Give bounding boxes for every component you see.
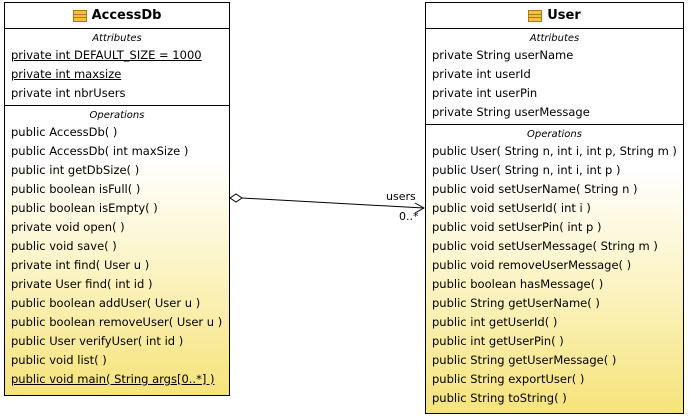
attribute-item[interactable]: private String userName	[432, 48, 574, 62]
attributes-compartment: Attributes private int DEFAULT_SIZE = 10…	[5, 29, 229, 106]
operations-title: Operations	[89, 110, 145, 121]
class-header: User	[426, 3, 683, 29]
operation-item[interactable]: public AccessDb( int maxSize )	[11, 144, 189, 158]
attribute-item[interactable]: private int maxsize	[11, 67, 122, 81]
operations-compartment: Operations public AccessDb( ) public Acce…	[5, 106, 229, 389]
attributes-title: Attributes	[529, 33, 580, 44]
operation-item[interactable]: public String exportUser( )	[432, 372, 585, 386]
attribute-item[interactable]: private int DEFAULT_SIZE = 1000	[11, 48, 202, 62]
association-multiplicity-label: 0..*	[399, 210, 419, 223]
operation-item[interactable]: public boolean hasMessage( )	[432, 277, 604, 291]
attribute-item[interactable]: private int userId	[432, 67, 531, 81]
operation-item[interactable]: public void removeUserMessage( )	[432, 258, 632, 272]
operation-item[interactable]: public User verifyUser( int id )	[11, 334, 184, 348]
attributes-title: Attributes	[92, 33, 142, 44]
operation-item[interactable]: public void main( String args[0..*] )	[11, 372, 215, 386]
class-accessdb[interactable]: AccessDb Attributes private int DEFAULT_…	[4, 2, 230, 396]
operation-item[interactable]: public void setUserPin( int p )	[432, 220, 602, 234]
operation-item[interactable]: public boolean isFull( )	[11, 182, 141, 196]
operation-item[interactable]: private void open( )	[11, 220, 125, 234]
operation-item[interactable]: public void setUserMessage( String m )	[432, 239, 658, 253]
operation-item[interactable]: public String getUserName( )	[432, 296, 600, 310]
association-role-label: users	[386, 190, 416, 203]
aggregation-diamond-icon	[229, 193, 243, 203]
class-name: User	[547, 8, 581, 23]
operation-item[interactable]: public int getDbSize( )	[11, 163, 140, 177]
operation-item[interactable]: public String toString( )	[432, 391, 567, 405]
operation-item[interactable]: public boolean isEmpty( )	[11, 201, 158, 215]
operation-item[interactable]: private User find( int id )	[11, 277, 153, 291]
operation-item[interactable]: public User( String n, int i, int p, Str…	[432, 144, 677, 158]
class-icon	[528, 9, 543, 22]
attribute-item[interactable]: private int userPin	[432, 86, 538, 100]
operation-item[interactable]: public int getUserId( )	[432, 315, 558, 329]
operation-item[interactable]: public String getUserMessage( )	[432, 353, 617, 367]
operation-item[interactable]: public User( String n, int i, int p )	[432, 163, 621, 177]
class-icon	[72, 9, 87, 22]
operation-item[interactable]: public void list( )	[11, 353, 107, 367]
operation-item[interactable]: public boolean addUser( User u )	[11, 296, 201, 310]
operation-item[interactable]: public void setUserId( int i )	[432, 201, 591, 215]
class-name: AccessDb	[91, 8, 162, 23]
attributes-compartment: Attributes private String userName privat…	[426, 29, 683, 125]
attribute-item[interactable]: private int nbrUsers	[11, 86, 126, 100]
operation-item[interactable]: public int getUserPin( )	[432, 334, 564, 348]
operation-item[interactable]: private int find( User u )	[11, 258, 150, 272]
operation-item[interactable]: public void setUserName( String n )	[432, 182, 638, 196]
attribute-item[interactable]: private String userMessage	[432, 105, 590, 119]
operations-title: Operations	[527, 129, 582, 140]
operation-item[interactable]: public boolean removeUser( User u )	[11, 315, 223, 329]
operations-compartment: Operations public User( String n, int i,…	[426, 125, 683, 408]
operation-item[interactable]: public void save( )	[11, 239, 117, 253]
operation-item[interactable]: public AccessDb( )	[11, 125, 118, 139]
open-arrow-icon	[414, 202, 426, 214]
class-header: AccessDb	[5, 3, 229, 29]
class-user[interactable]: User Attributes private String userName p…	[425, 2, 684, 414]
